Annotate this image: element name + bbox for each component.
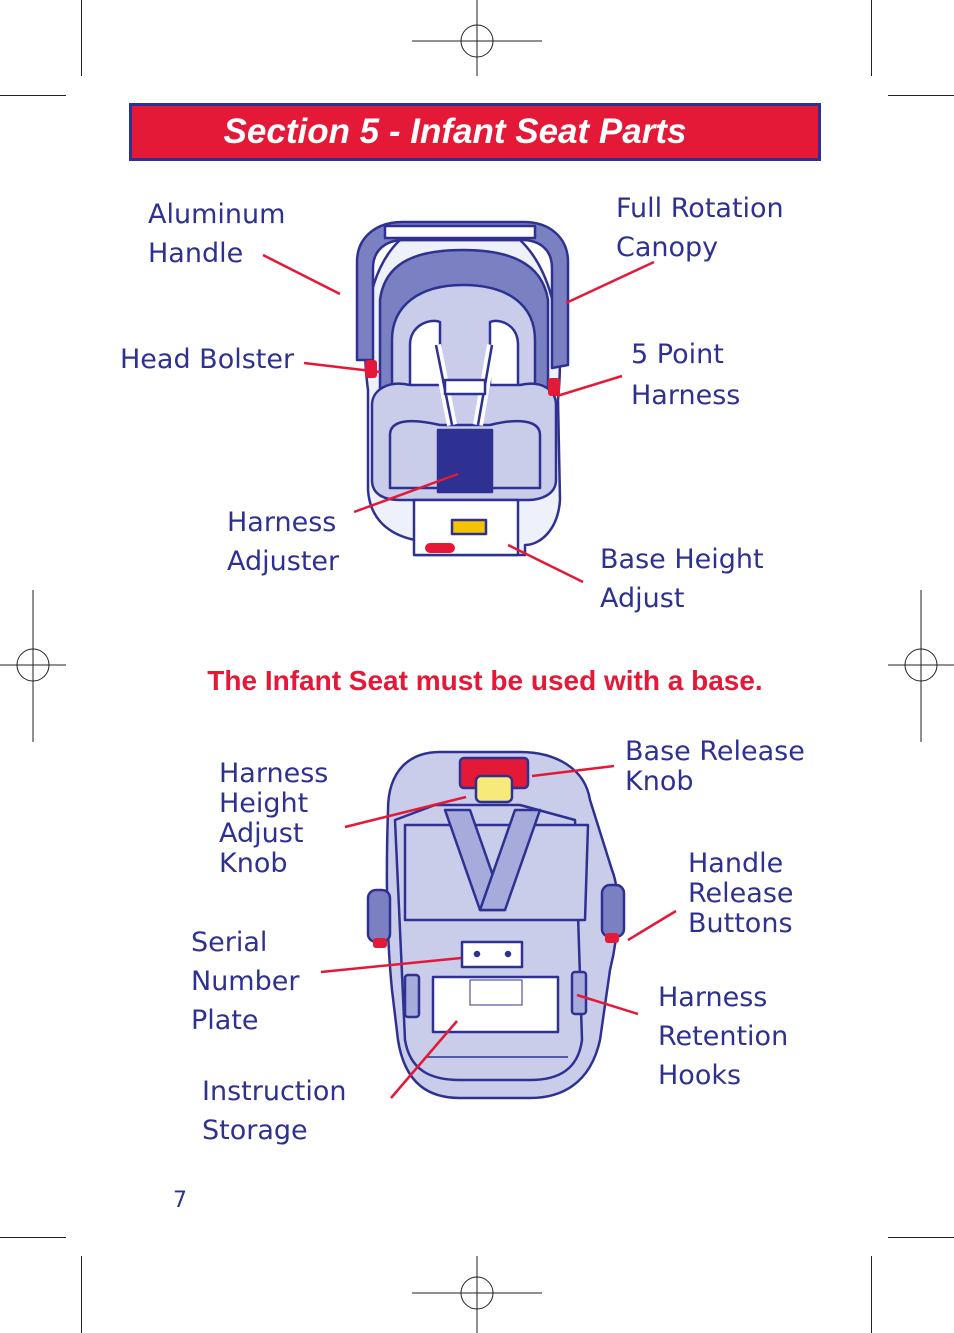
crosshair-circle-icon (0, 590, 66, 742)
label-harness-adjuster: Harness Adjuster (227, 507, 340, 577)
label-handle-release-buttons: Handle Release Buttons (688, 848, 794, 939)
crop-mark (81, 1256, 82, 1333)
infant-seat-front-illustration (355, 220, 570, 557)
label-five-point-harness: 5 Point Harness (631, 339, 741, 411)
crop-mark (0, 1237, 66, 1238)
leader-lines-bottom (320, 764, 677, 1099)
crosshair-circle-icon (888, 590, 954, 742)
label-head-bolster: Head Bolster (120, 344, 295, 375)
label-aluminum-handle: Aluminum Handle (148, 199, 286, 269)
crosshair-circle-icon (412, 0, 542, 76)
crop-mark (0, 95, 66, 96)
page-number: 7 (173, 1188, 187, 1213)
label-base-release-knob: Base Release Knob (625, 736, 805, 797)
section-title-bar: Section 5 - Infant Seat Parts (129, 103, 821, 161)
crosshair-circle-icon (412, 1256, 542, 1333)
infant-seat-back-illustration (366, 750, 626, 1100)
crop-mark (888, 1237, 954, 1238)
label-harness-height-adjust-knob: Harness Height Adjust Knob (219, 758, 329, 879)
base-warning-text: The Infant Seat must be used with a base… (207, 665, 763, 696)
label-base-height-adjust: Base Height Adjust (600, 544, 764, 614)
page-title: Section 5 - Infant Seat Parts (223, 112, 687, 151)
leader-lines-top (262, 253, 655, 584)
crop-mark (888, 95, 954, 96)
label-serial-number-plate: Serial Number Plate (191, 927, 300, 1036)
label-instruction-storage: Instruction Storage (202, 1076, 347, 1146)
crop-mark (81, 0, 82, 76)
crop-mark (871, 1256, 872, 1333)
label-full-rotation-canopy: Full Rotation Canopy (616, 193, 784, 263)
crop-mark (871, 0, 872, 76)
label-harness-retention-hooks: Harness Retention Hooks (658, 982, 789, 1091)
